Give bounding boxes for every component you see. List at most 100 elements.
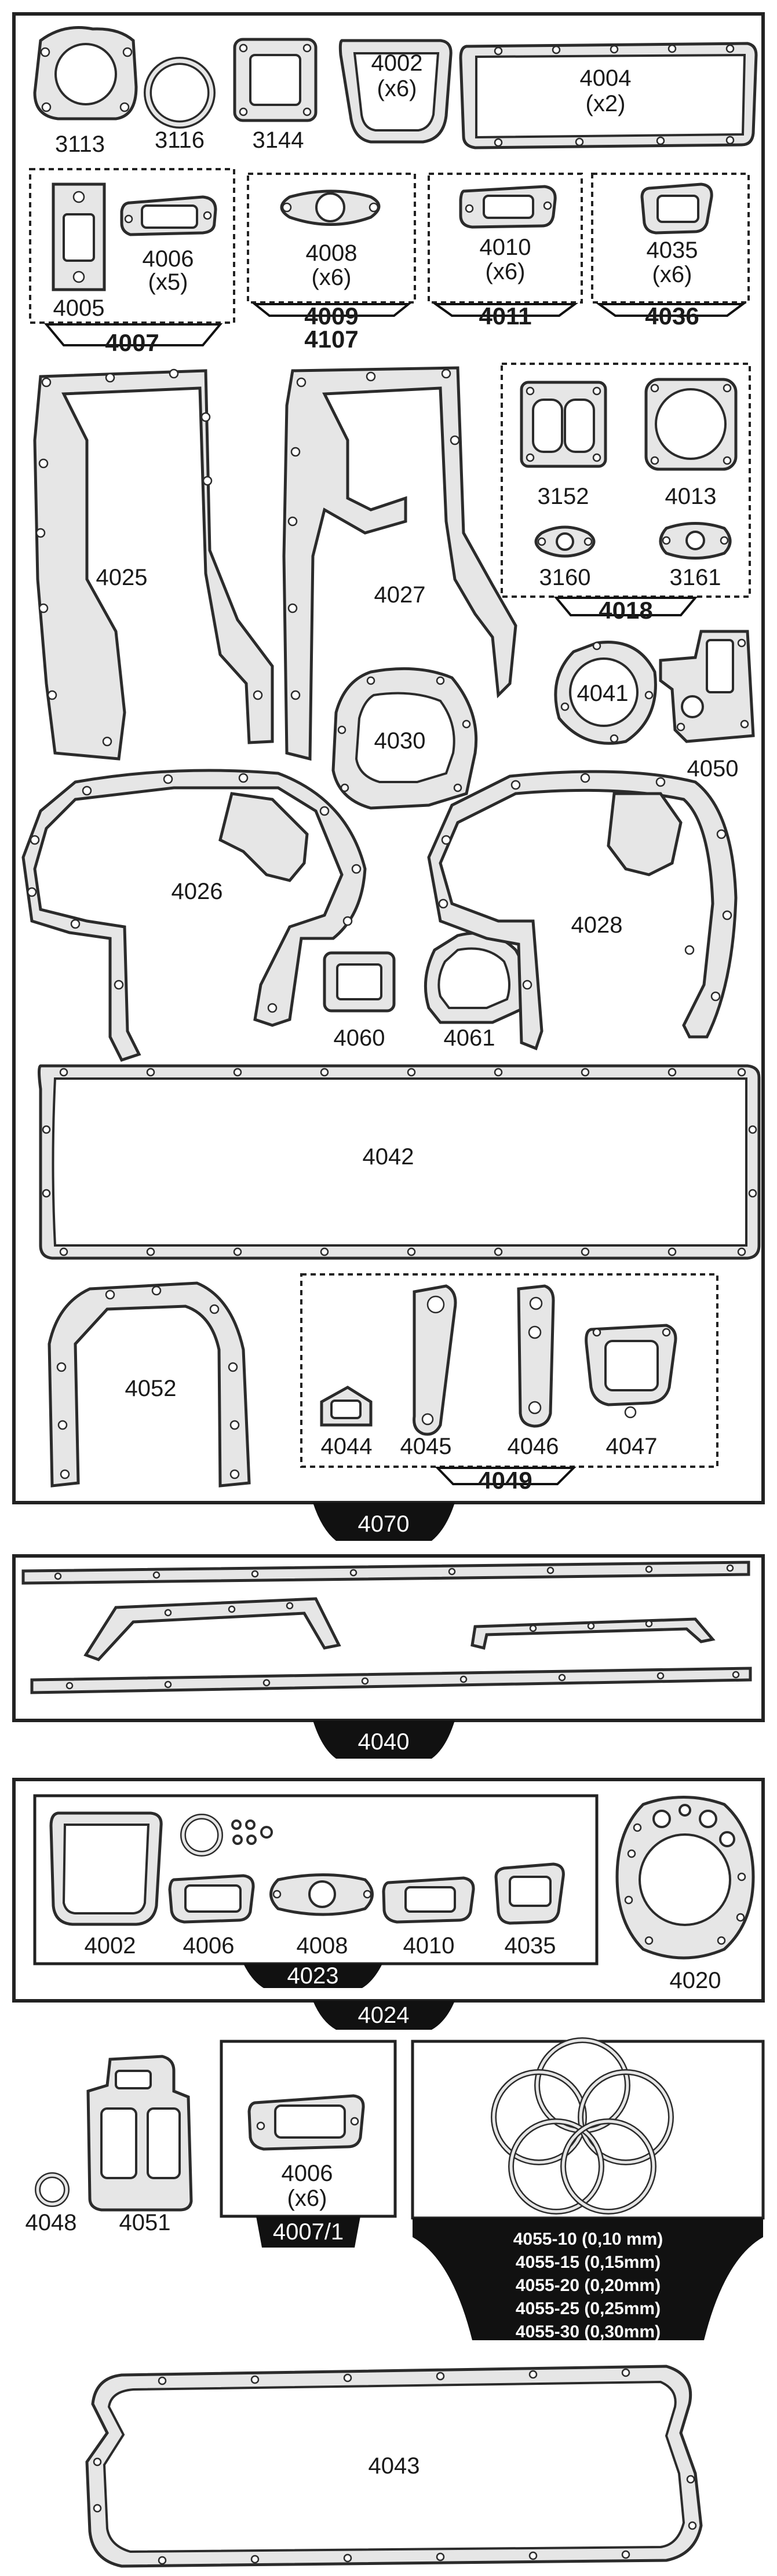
kit-4070-tab (313, 1503, 455, 1541)
group-4107-label: 4107 (304, 326, 358, 353)
label-3152: 3152 (538, 484, 589, 509)
small-label-4035: 4035 (505, 1933, 556, 1959)
kit-4040-label: 4040 (358, 1729, 410, 1755)
shim-size-4055-30: 4055-30 (0,30mm) (516, 2322, 661, 2341)
gasket-4047: 4047 (585, 1324, 677, 1459)
kit-4024-tab (313, 2001, 455, 2030)
bottom-label-4006: 4006 (282, 2161, 333, 2186)
label-4042: 4042 (363, 1144, 414, 1170)
gasket-4010: 4010 (x6) (459, 185, 557, 284)
label-4010: 4010 (480, 235, 531, 260)
kit-4070-label: 4070 (358, 1511, 410, 1537)
gasket-4004: 4004 (x2) (459, 42, 758, 149)
label-4004: 4004 (580, 65, 632, 91)
gasket-4025: 4025 (33, 368, 274, 761)
label-4006: 4006 (143, 246, 194, 272)
qty-4035: (x6) (652, 262, 692, 287)
gasket-4046: 4046 (508, 1284, 559, 1459)
group-4018-tab (553, 597, 698, 616)
gasket-4042: 4042 (38, 1064, 761, 1260)
gasket-3160: 3160 (534, 525, 596, 590)
gasket-4050: 4050 (659, 630, 755, 781)
small-gasket-4010: 4010 (382, 1876, 475, 1959)
shim-size-4055-15: 4055-15 (0,15mm) (516, 2253, 661, 2272)
gasket-3144: 3144 (233, 38, 318, 153)
gasket-4061: 4061 (424, 931, 529, 1051)
gasket-4042-bolt-holes (42, 1068, 757, 1256)
group-4007-label: 4007 (105, 329, 159, 356)
gasket-4002: 4002 (x6) (338, 39, 453, 144)
gasket-4035: 4035 (x6) (640, 182, 713, 287)
group-4009-box (247, 173, 416, 304)
cylinder-liner-shims-4055 (491, 2037, 674, 2215)
gasket-4013: 4013 (644, 378, 738, 509)
label-4026: 4026 (172, 879, 223, 904)
label-4030: 4030 (374, 728, 426, 754)
group-4007-tab (43, 323, 223, 346)
small-gasket-4002: 4002 (49, 1811, 163, 1959)
group-4018-label: 4018 (599, 597, 652, 624)
gasket-4051: 4051 (86, 2055, 193, 2235)
gasket-3152: 3152 (520, 381, 607, 509)
gasket-4044: 4044 (320, 1386, 373, 1459)
qty-4008: (x6) (312, 265, 352, 290)
shim-size-4055-20: 4055-20 (0,20mm) (516, 2276, 661, 2295)
o-ring-3116: 3116 (144, 57, 216, 153)
group-4007-box (29, 168, 235, 324)
label-4043: 4043 (369, 2453, 420, 2479)
gasket-4028: 4028 (427, 770, 738, 1051)
group-4036-tab (595, 303, 747, 317)
qty-4006: (x5) (148, 269, 188, 295)
kit-4007-1-tab (256, 2216, 360, 2248)
group-4036-box (591, 173, 750, 304)
label-4013: 4013 (665, 484, 717, 509)
label-4060: 4060 (334, 1025, 385, 1051)
group-4049-label: 4049 (478, 1467, 532, 1494)
shim-size-4055-25: 4055-25 (0,25mm) (516, 2299, 661, 2318)
gasket-4052: 4052 (48, 1281, 251, 1488)
group-4011-tab (432, 303, 579, 317)
kit-4023-tab (243, 1964, 382, 1988)
qty-4004: (x2) (586, 91, 626, 116)
gasket-3113: 3113 (33, 26, 138, 157)
bottom-gasket-4006: 4006 (x6) (247, 2094, 365, 2211)
gasket-4005: 4005 (52, 182, 106, 321)
label-3116: 3116 (155, 127, 205, 153)
small-label-4010: 4010 (403, 1933, 455, 1959)
small-o-rings (180, 1814, 273, 1857)
small-label-4002: 4002 (85, 1933, 136, 1959)
o-ring-4048: 4048 (25, 2172, 76, 2235)
small-label-4008: 4008 (297, 1933, 348, 1959)
group-4011-box (428, 173, 583, 304)
gasket-4045: 4045 (400, 1284, 457, 1459)
label-4046: 4046 (508, 1434, 559, 1459)
label-4047: 4047 (606, 1434, 658, 1459)
shim-size-list-box (413, 2218, 763, 2340)
label-4061: 4061 (444, 1025, 495, 1051)
kit-4007-1-label: 4007/1 (273, 2219, 344, 2245)
label-4044: 4044 (321, 1434, 373, 1459)
label-4051: 4051 (119, 2210, 171, 2235)
qty-4002: (x6) (377, 76, 417, 101)
label-4050: 4050 (687, 756, 739, 781)
shim-size-4055-10: 4055-10 (0,10 mm) (513, 2230, 663, 2249)
qty-4010: (x6) (486, 259, 526, 284)
label-3144: 3144 (253, 127, 304, 153)
label-3160: 3160 (539, 565, 591, 590)
kit-4023-label: 4023 (287, 1963, 339, 1989)
kit-4040-tab (313, 1720, 455, 1759)
gasket-4060: 4060 (323, 951, 396, 1051)
gasket-4006: 4006 (x5) (120, 195, 217, 295)
label-3113: 3113 (55, 131, 105, 157)
head-gasket-4020: 4020 (615, 1796, 755, 1993)
group-4011-label: 4011 (479, 302, 531, 330)
label-4008: 4008 (306, 240, 358, 266)
gasket-4043-bolt-holes (93, 2368, 697, 2565)
label-4028: 4028 (571, 912, 623, 938)
bottom-qty-4006: (x6) (287, 2186, 327, 2211)
label-4035: 4035 (647, 237, 698, 263)
group-4009-tab (251, 303, 412, 317)
label-4041: 4041 (577, 681, 629, 706)
label-4002: 4002 (371, 50, 423, 76)
